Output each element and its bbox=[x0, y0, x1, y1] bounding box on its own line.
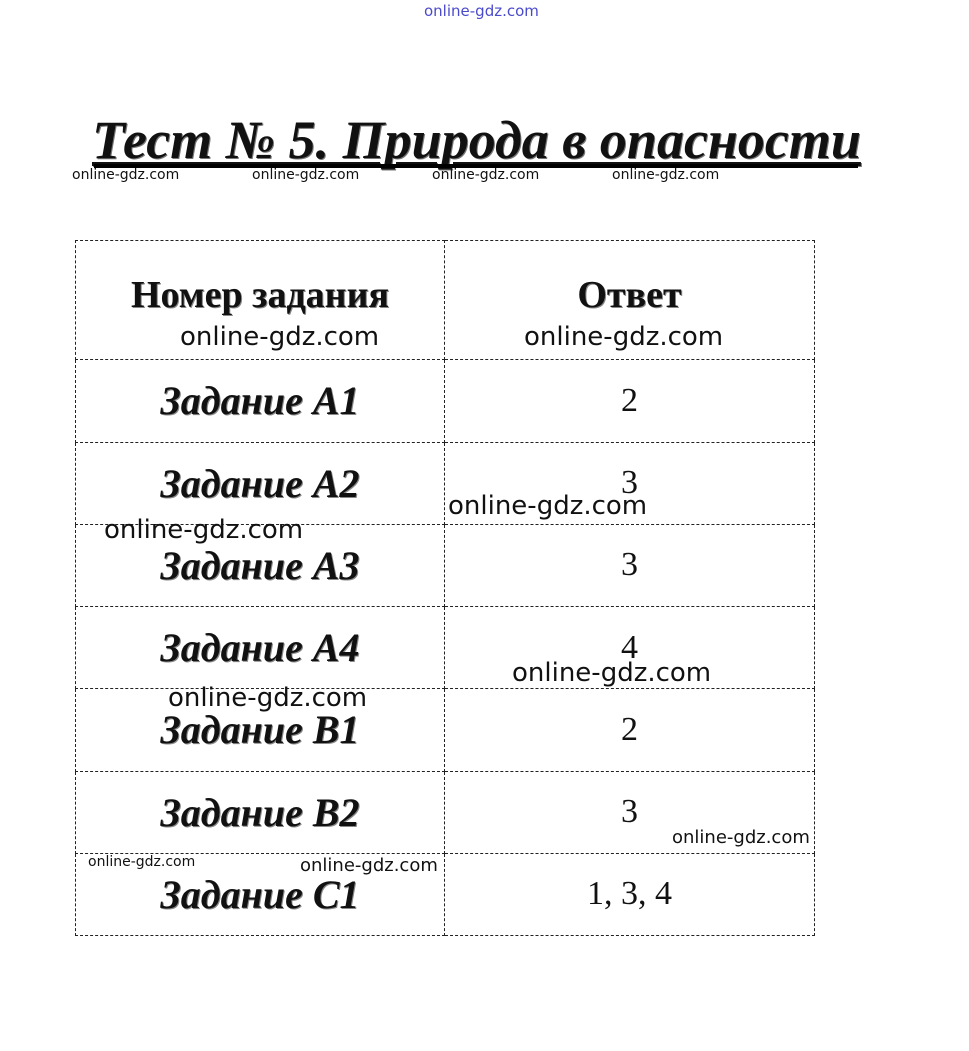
page-title: Тест № 5. Природа в опасности bbox=[92, 110, 861, 170]
table-row: Задание А1 2 bbox=[75, 359, 815, 443]
table-row: Задание В2 3 bbox=[75, 770, 815, 854]
top-watermark: online-gdz.com bbox=[424, 2, 539, 20]
answer-cell: 4 bbox=[444, 606, 815, 690]
task-cell: Задание А2 bbox=[75, 441, 445, 525]
answer-cell: 3 bbox=[444, 523, 815, 608]
title-underline bbox=[94, 164, 858, 168]
table-header-row: Номер задания Ответ bbox=[75, 239, 815, 361]
answer-cell: 3 bbox=[444, 770, 815, 854]
answer-cell: 1, 3, 4 bbox=[444, 852, 815, 937]
task-cell: Задание В1 bbox=[75, 688, 445, 772]
answers-table: Номер задания Ответ Задание А1 2 Задание… bbox=[75, 239, 815, 937]
answer-cell: 2 bbox=[444, 359, 815, 443]
answer-cell: 2 bbox=[444, 688, 815, 772]
table-row: Задание А2 3 bbox=[75, 441, 815, 525]
table-row: Задание С1 1, 3, 4 bbox=[75, 852, 815, 937]
task-cell: Задание А3 bbox=[75, 523, 445, 608]
task-cell: Задание С1 bbox=[75, 852, 445, 937]
task-cell: Задание А4 bbox=[75, 606, 445, 690]
header-answer: Ответ bbox=[444, 239, 815, 361]
table-row: Задание А3 3 bbox=[75, 523, 815, 608]
task-cell: Задание А1 bbox=[75, 359, 445, 443]
task-cell: Задание В2 bbox=[75, 770, 445, 854]
table-row: Задание А4 4 bbox=[75, 606, 815, 690]
header-task-number: Номер задания bbox=[75, 239, 445, 361]
table-row: Задание В1 2 bbox=[75, 688, 815, 772]
answer-cell: 3 bbox=[444, 441, 815, 525]
